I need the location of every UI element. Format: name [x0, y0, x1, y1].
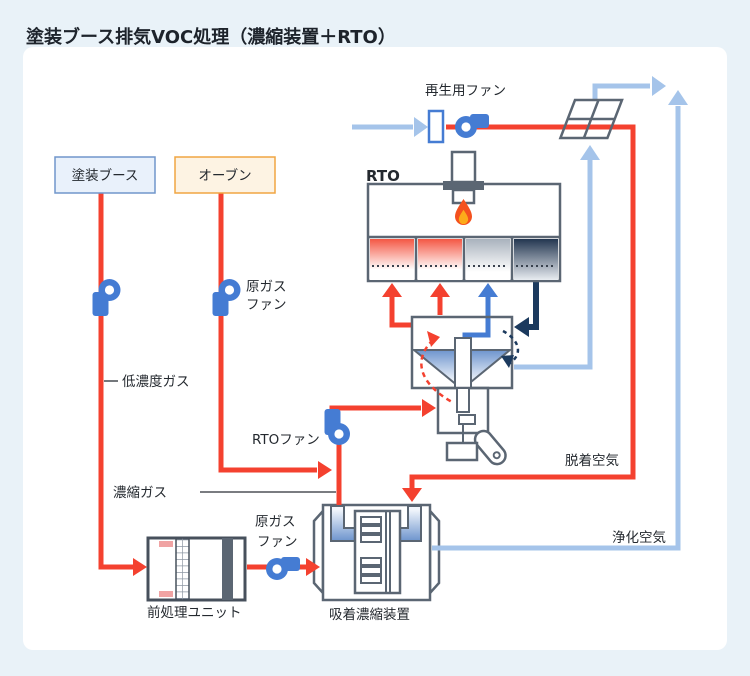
heat-exchanger	[558, 98, 624, 140]
filter-clamp-bottom	[159, 591, 173, 597]
regeneration-fan-icon	[455, 114, 489, 138]
burner-flange	[443, 181, 484, 190]
pretreatment-unit	[146, 536, 247, 602]
paint-booth-node: 塗装ブース	[54, 156, 156, 194]
pipe-desorption-air	[402, 124, 636, 502]
pipe-rto-inlet-arrows	[382, 283, 450, 328]
valve-shaft	[454, 337, 472, 389]
adsorption-concentrator	[312, 503, 441, 602]
pretreatment-unit-label: 前処理ユニット	[147, 604, 242, 621]
valve-motor	[445, 441, 479, 462]
page-title: 塗装ブース排気VOC処理（濃縮装置＋RTO）	[26, 26, 396, 48]
shaft-coupling	[458, 414, 476, 425]
desorption-air-label: 脱着空気	[565, 452, 619, 469]
concentrator-left-flange	[312, 507, 325, 597]
oven-label: オーブン	[198, 167, 251, 184]
pipe-purified-air	[432, 90, 688, 551]
paint-booth-label: 塗装ブース	[72, 167, 139, 184]
booth-fan-icon	[92, 279, 121, 316]
pipe-paint-booth-exhaust	[98, 193, 147, 576]
raw-gas-fan-top-label-2: ファン	[246, 297, 287, 313]
concentrated-gas-label: 濃縮ガス	[113, 485, 167, 501]
raw-gas-fan-top-label-1: 原ガス	[246, 279, 287, 295]
raw-gas-fan-top-icon	[212, 279, 241, 316]
rotation-arrow-navy	[501, 329, 520, 368]
valve-shaft-lower	[456, 387, 470, 413]
oven-box	[174, 156, 276, 194]
belt-drive-icon	[473, 429, 507, 466]
raw-gas-fan-bottom-label-2: ファン	[257, 534, 298, 550]
filter-mesh	[175, 537, 190, 601]
rto-bed-3	[466, 239, 510, 280]
raw-gas-fan-bottom-icon	[266, 557, 300, 580]
rto-bed-1	[370, 239, 414, 280]
rto-bed-2	[418, 239, 462, 280]
rto-label: RTO	[366, 167, 400, 185]
rto-fan-icon	[324, 409, 350, 445]
pipe-fresh-air-inlet	[352, 117, 428, 137]
rotation-arrow-red	[420, 331, 453, 404]
rotary-valve-assembly	[410, 315, 520, 466]
rto-unit	[366, 150, 562, 283]
pipe-rto-clean-outlet	[514, 281, 539, 337]
purified-air-label: 浄化空気	[612, 530, 666, 546]
filter-dark-panel	[222, 538, 233, 600]
adsorption-concentrator-label: 吸着濃縮装置	[329, 606, 410, 623]
rotor-louvers	[360, 511, 391, 593]
oven-node: オーブン	[174, 156, 276, 194]
paint-booth-box	[54, 156, 156, 194]
filter-clamp-top	[159, 541, 173, 547]
concentrator-right-flange	[428, 507, 441, 597]
pipe-clean-gas-to-exchanger	[514, 76, 666, 370]
burner-stack	[450, 150, 477, 184]
rto-bed-4	[514, 239, 558, 280]
low-concentration-gas-label: 低濃度ガス	[122, 374, 190, 390]
raw-gas-fan-bottom-label-1: 原ガス	[255, 514, 296, 530]
flame-icon	[455, 199, 472, 225]
rto-fan-label: RTOファン	[252, 432, 320, 448]
regeneration-fan-label: 再生用ファン	[425, 83, 506, 99]
damper-icon	[427, 109, 445, 144]
